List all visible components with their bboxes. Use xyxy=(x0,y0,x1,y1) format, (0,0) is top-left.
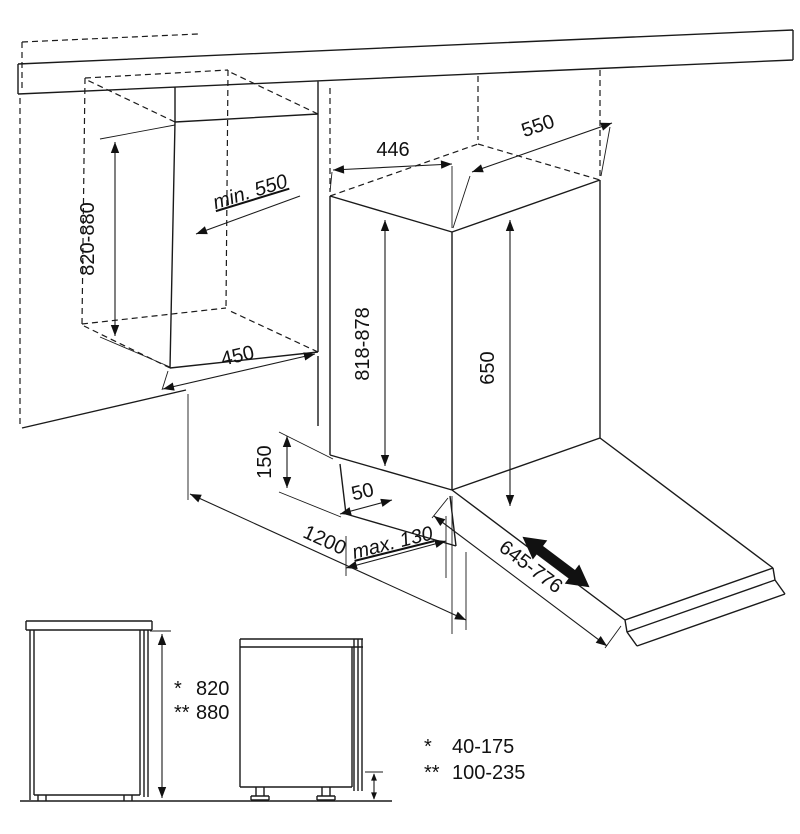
dimension-front-clearance: 1200 xyxy=(189,493,467,621)
appliance-width-dim-line xyxy=(332,160,453,174)
height-star-symbol: * xyxy=(174,678,182,700)
appliance-width-label: 446 xyxy=(376,139,409,161)
isometric-view: 820-880 min. 550 450 446 550 818-8 xyxy=(17,29,794,649)
legend-star-row: * 40-175 xyxy=(424,736,514,758)
dimension-door-height: 650 xyxy=(477,220,515,506)
niche-height-label: 820-880 xyxy=(77,202,99,275)
dimension-niche-height: 820-880 xyxy=(77,124,176,368)
appliance-depth-label: 550 xyxy=(519,110,558,142)
appliance-outline xyxy=(329,179,601,491)
niche-opening-outline xyxy=(169,114,319,426)
dimension-appliance-width: 446 xyxy=(329,139,453,228)
door-open-dim-line xyxy=(433,515,608,647)
front-clearance-label: 1200 xyxy=(300,521,350,559)
legend-double-star-row: ** 100-235 xyxy=(424,762,525,784)
legend-double-star-symbol: ** xyxy=(424,762,440,784)
door-open-extension xyxy=(431,497,622,649)
adjustable-feet xyxy=(250,787,336,801)
extension-lines xyxy=(187,394,467,634)
legend-star-symbol: * xyxy=(424,736,432,758)
hidden-cabinet-lines xyxy=(19,33,601,424)
niche-depth-leader xyxy=(195,195,301,235)
height-double-star-symbol: ** xyxy=(174,702,190,724)
side-view-height-star-label: * 820 xyxy=(174,678,229,700)
open-door-outline xyxy=(451,437,786,647)
appliance-depth-dim-line xyxy=(471,122,613,173)
countertop-outline xyxy=(17,29,794,123)
plinth-height-label: 150 xyxy=(254,445,276,478)
appliance-hidden-top-edges xyxy=(329,143,601,197)
side-view-built-in-outline xyxy=(25,620,153,801)
plinth-height-extension xyxy=(278,431,342,518)
dimension-plinth-recess: max. 130 xyxy=(345,523,447,570)
height-star-value: 820 xyxy=(196,678,229,700)
dimension-appliance-height: 818-878 xyxy=(352,220,390,466)
legend: * 40-175 ** 100-235 xyxy=(424,736,525,784)
appliance-width-extension xyxy=(329,166,453,228)
appliance-height-label: 818-878 xyxy=(352,307,374,380)
floor-edge-left xyxy=(21,389,187,429)
niche-depth-label: min. 550 xyxy=(210,171,290,214)
open-door xyxy=(451,437,786,647)
niche-width-extension xyxy=(161,370,169,391)
height-double-star-value: 880 xyxy=(196,702,229,724)
legend-double-star-value: 100-235 xyxy=(452,762,525,784)
side-gap-label: 50 xyxy=(349,479,376,505)
dimension-niche-depth: min. 550 xyxy=(195,171,301,235)
legend-star-value: 40-175 xyxy=(452,736,514,758)
dimension-door-open-depth: 645-776 xyxy=(431,497,622,649)
plinth-recess-label: max. 130 xyxy=(350,523,435,564)
niche-height-extension xyxy=(99,124,176,368)
appliance-depth-extension xyxy=(452,126,611,229)
front-clearance-dim-line xyxy=(189,493,467,621)
dimension-plinth-height: 150 xyxy=(254,431,342,518)
door-height-label: 650 xyxy=(477,351,499,384)
side-view-adjustable-feet xyxy=(239,638,383,801)
side-view-height-double-star-label: ** 880 xyxy=(174,702,229,724)
niche-width-dim-line xyxy=(162,352,316,391)
side-view-built-in: * 820 ** 880 xyxy=(25,620,229,801)
niche-width-label: 450 xyxy=(219,342,256,371)
dimension-appliance-depth: 550 xyxy=(452,110,613,229)
dimension-side-gap: 50 xyxy=(339,479,393,516)
side-view-feet-outline xyxy=(239,638,363,791)
